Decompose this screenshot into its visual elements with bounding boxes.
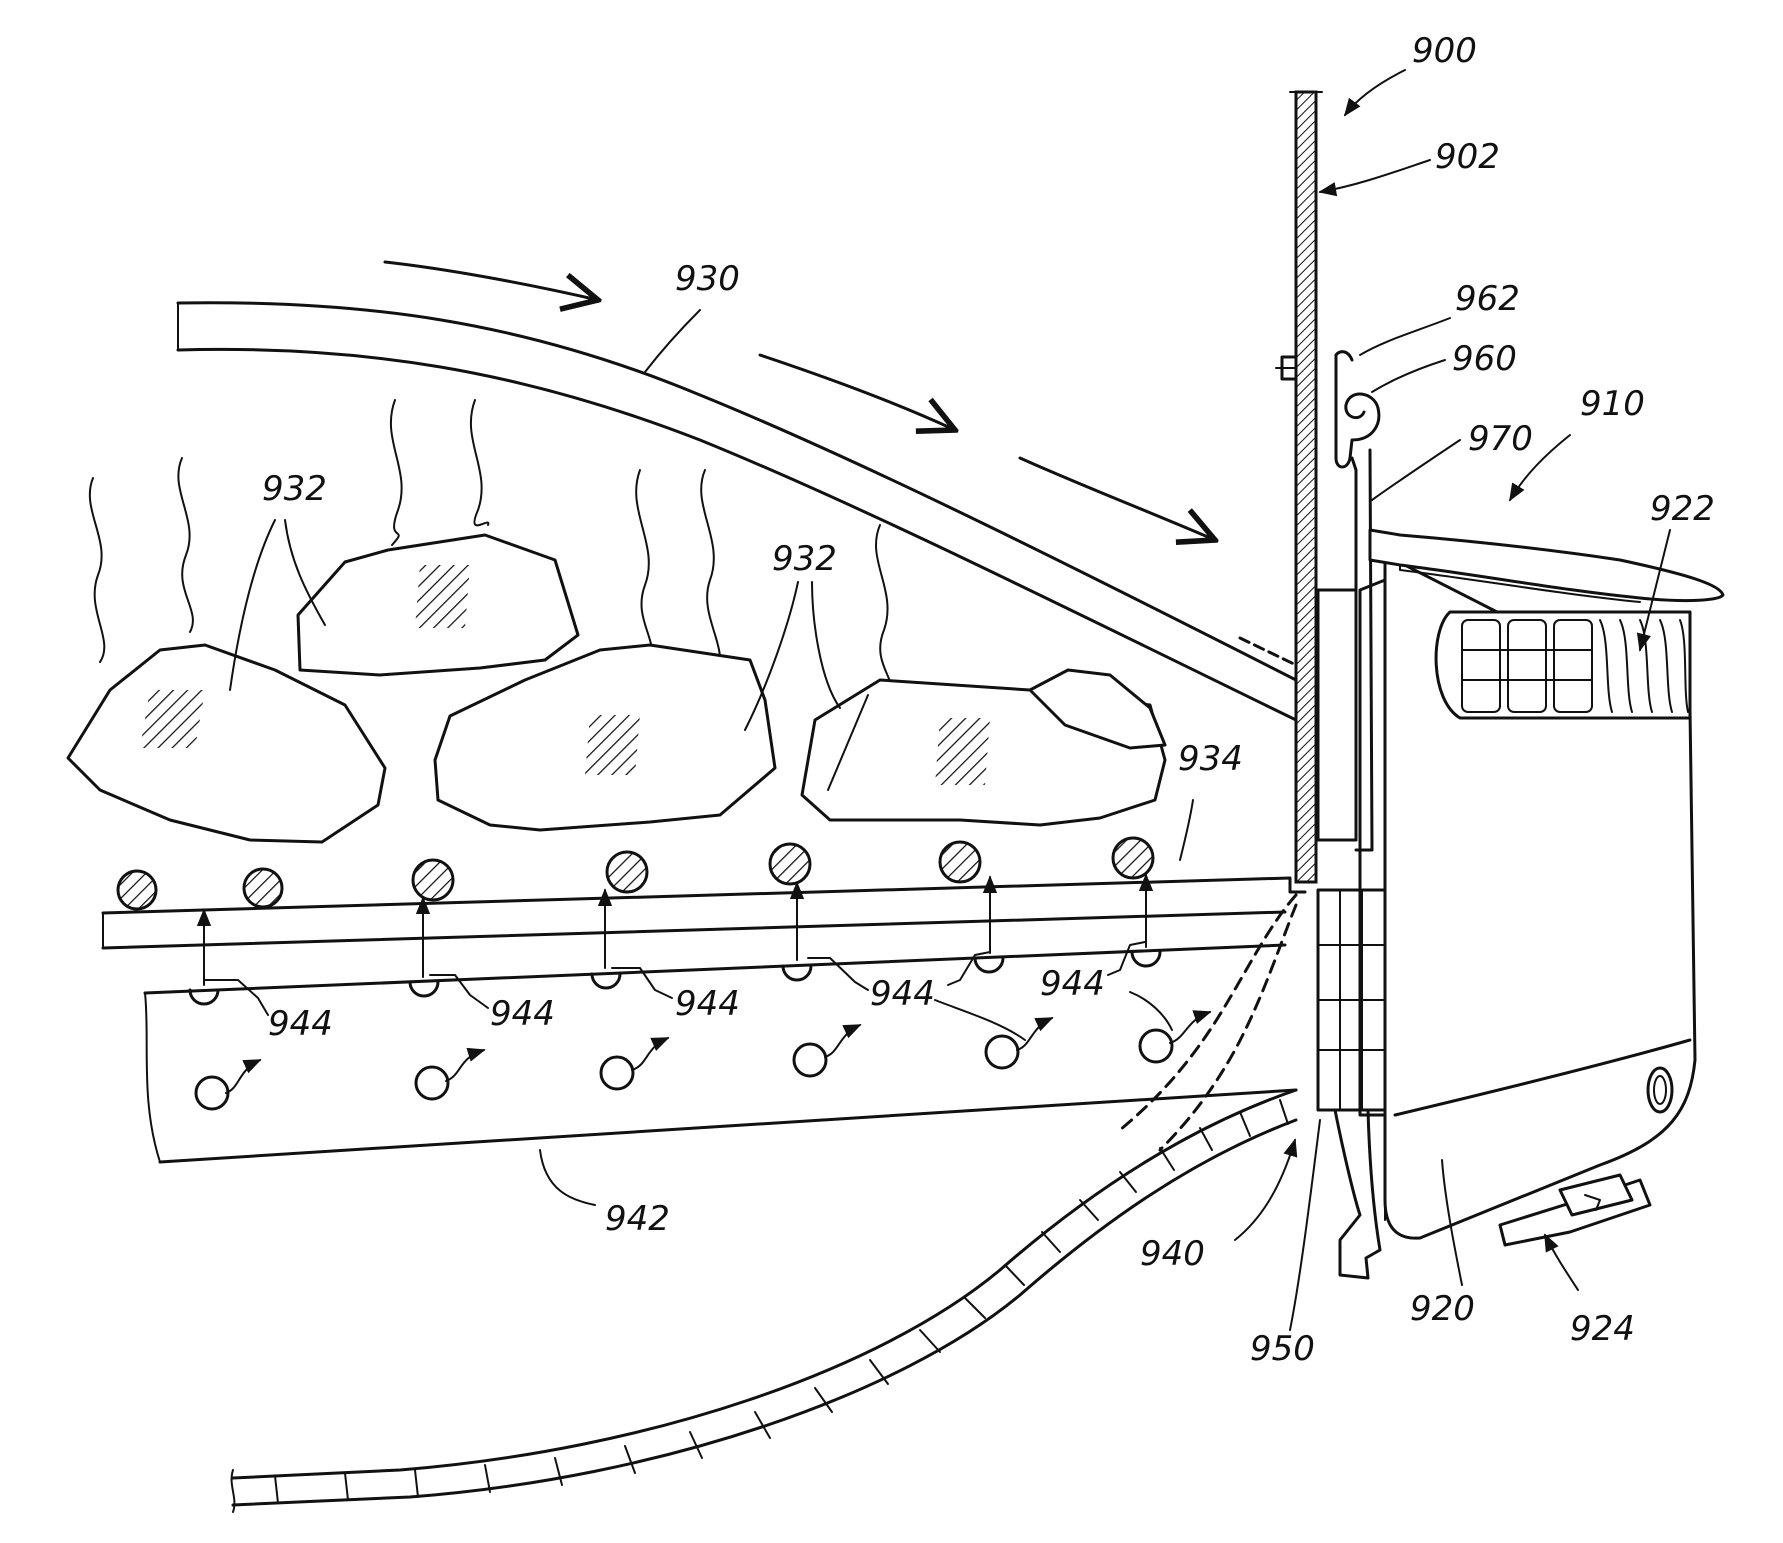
label-944-5: 944: [1040, 964, 1105, 1004]
duct-940: [230, 893, 1298, 1513]
rod-3: [411, 858, 455, 902]
label-960: 960: [1452, 339, 1517, 379]
air-hole-5: [984, 1034, 1020, 1070]
heater-910: [1333, 528, 1725, 1280]
wall-902: [1275, 90, 1323, 884]
rod-6: [938, 840, 982, 884]
label-932-left: 932: [262, 469, 327, 509]
heat-waves: [88, 399, 893, 701]
air-hole-3: [599, 1055, 635, 1091]
air-hole-4: [792, 1042, 828, 1078]
label-902: 902: [1435, 137, 1500, 177]
grate-rods: [116, 836, 1155, 911]
label-900: 900: [1412, 31, 1477, 71]
grate-plate-934: [101, 876, 1307, 950]
air-hole-2: [414, 1065, 450, 1101]
label-942: 942: [605, 1199, 670, 1239]
label-920: 920: [1410, 1289, 1475, 1329]
rock-5: [1028, 668, 1167, 750]
rod-1: [116, 869, 158, 911]
label-944-3: 944: [675, 984, 740, 1024]
air-hole-1: [194, 1075, 230, 1111]
leader-lines: [204, 69, 1671, 1331]
label-970: 970: [1468, 419, 1533, 459]
label-940: 940: [1140, 1234, 1205, 1274]
rod-4: [605, 850, 649, 894]
air-hole-6: [1138, 1028, 1174, 1064]
airflow-930: [176, 260, 1298, 722]
label-932-center: 932: [772, 539, 837, 579]
air-box-942: [143, 873, 1298, 1164]
label-910: 910: [1580, 384, 1645, 424]
heater-body-920: [1383, 553, 1697, 1240]
rod-5: [768, 842, 812, 886]
rod-2: [242, 867, 284, 909]
label-934: 934: [1178, 739, 1243, 779]
fan-grille-922: [1434, 610, 1692, 720]
collar-950: [1316, 588, 1392, 1112]
label-944-2: 944: [490, 994, 555, 1034]
bottom-tab-924: [1498, 1173, 1652, 1247]
label-924: 924: [1570, 1309, 1635, 1349]
rock-1: [66, 643, 387, 844]
label-950: 950: [1250, 1329, 1315, 1369]
mount-plate: [1316, 588, 1358, 842]
label-930: 930: [675, 259, 740, 299]
label-962: 962: [1455, 279, 1520, 319]
label-944-4: 944: [870, 974, 935, 1014]
reference-numerals: 900 902 930 962 960 970 910 922 932 932 …: [262, 31, 1715, 1369]
knob: [1646, 1066, 1674, 1114]
label-922: 922: [1650, 489, 1715, 529]
heater-cap: [1368, 528, 1725, 603]
rocks-932: [66, 533, 1167, 844]
label-944-1: 944: [268, 1004, 333, 1044]
rod-7: [1111, 836, 1155, 880]
